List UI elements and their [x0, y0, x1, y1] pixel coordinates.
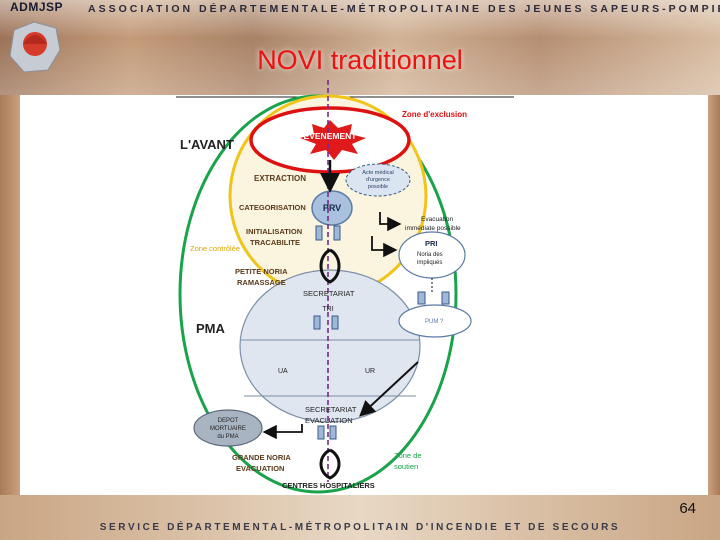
pum-node — [398, 304, 472, 338]
right-frame — [708, 95, 720, 495]
label-petite-noria: PETITE NORIA — [235, 267, 288, 276]
arrow-to-depot-mortuaire — [262, 424, 303, 440]
label-acte-medical-3: possible — [368, 184, 388, 190]
footer-banner — [0, 495, 720, 540]
label-extraction: EXTRACTION — [254, 174, 306, 183]
label-ur: UR — [365, 368, 375, 375]
label-soutien: soutien — [394, 462, 418, 471]
label-secretariat-evacuation-2: EVACUATION — [305, 416, 353, 425]
label-noria-impliques-2: impliqués — [417, 260, 442, 266]
grande-noria-loop-icon — [319, 448, 341, 480]
label-initialisation: INITIALISATION — [246, 227, 302, 236]
header-organization: ASSOCIATION DÉPARTEMENTALE-MÉTROPOLITAIN… — [88, 3, 720, 15]
left-frame — [0, 95, 20, 495]
logo-text: ADMJSP — [10, 0, 64, 14]
label-depot: DEPOT — [218, 418, 239, 424]
label-zone-controlee: Zone contrôlée — [190, 244, 240, 253]
label-categorisation: CATEGORISATION — [239, 203, 306, 212]
label-secretariat: SECRETARIAT — [303, 289, 355, 298]
label-mortuaire: MORTUAIRE — [210, 426, 246, 432]
arrow-to-evacuation-immediate — [379, 212, 402, 232]
stretcher-icons-upper — [315, 225, 341, 241]
page-title: NOVI traditionnel — [257, 45, 463, 75]
stretcher-icons-tri — [313, 315, 339, 330]
label-tri: TRI — [322, 306, 333, 313]
stretcher-icons-pri — [417, 291, 450, 305]
label-evacuation-immediate-1: Evacuation — [421, 216, 454, 223]
header-banner — [0, 0, 720, 95]
label-centres-hospitaliers: CENTRES HOSPITALIERS — [282, 481, 375, 490]
label-secretariat-evacuation-1: SECRETARIAT — [305, 405, 357, 414]
label-lavant: L'AVANT — [180, 137, 234, 152]
label-evenement: EVENEMENT — [304, 131, 358, 141]
arrow-to-pri — [371, 236, 398, 258]
pma-area — [239, 269, 421, 423]
depot-mortuaire-node — [193, 409, 263, 447]
label-zone-exclusion: Zone d'exclusion — [402, 110, 467, 119]
label-pma: PMA — [196, 321, 226, 336]
label-evacuation: EVACUATION — [236, 464, 284, 473]
label-acte-medical-2: d'urgence — [366, 177, 390, 183]
footer-service: SERVICE DÉPARTEMENTAL-MÉTROPOLITAIN D'IN… — [99, 522, 621, 533]
evenement-starburst-icon — [300, 120, 366, 160]
label-zone-de: Zone de — [394, 451, 422, 460]
label-noria-impliques-1: Noria des — [417, 252, 443, 258]
label-tracabilite: TRACABILITE — [250, 238, 300, 247]
arrow-to-secretariat-evacuation — [359, 361, 419, 417]
label-acte-medical-1: Acte médical — [362, 170, 394, 176]
page-number: 64 — [679, 500, 696, 517]
label-grande-noria: GRANDE NORIA — [232, 453, 291, 462]
label-du-pma: du PMA — [217, 434, 238, 440]
label-prv: PRV — [323, 203, 341, 213]
logo-icon — [9, 21, 61, 73]
stretcher-icons-evacuation — [317, 425, 337, 440]
label-pri: PRI — [425, 239, 438, 248]
label-ramassage: RAMASSAGE — [237, 278, 286, 287]
acte-medical-bubble — [345, 163, 411, 197]
label-ua: UA — [278, 368, 288, 375]
label-evacuation-immediate-2: immédiate possible — [405, 225, 461, 232]
petite-noria-loop-icon — [319, 248, 341, 284]
label-pum: PUM ? — [425, 319, 444, 325]
